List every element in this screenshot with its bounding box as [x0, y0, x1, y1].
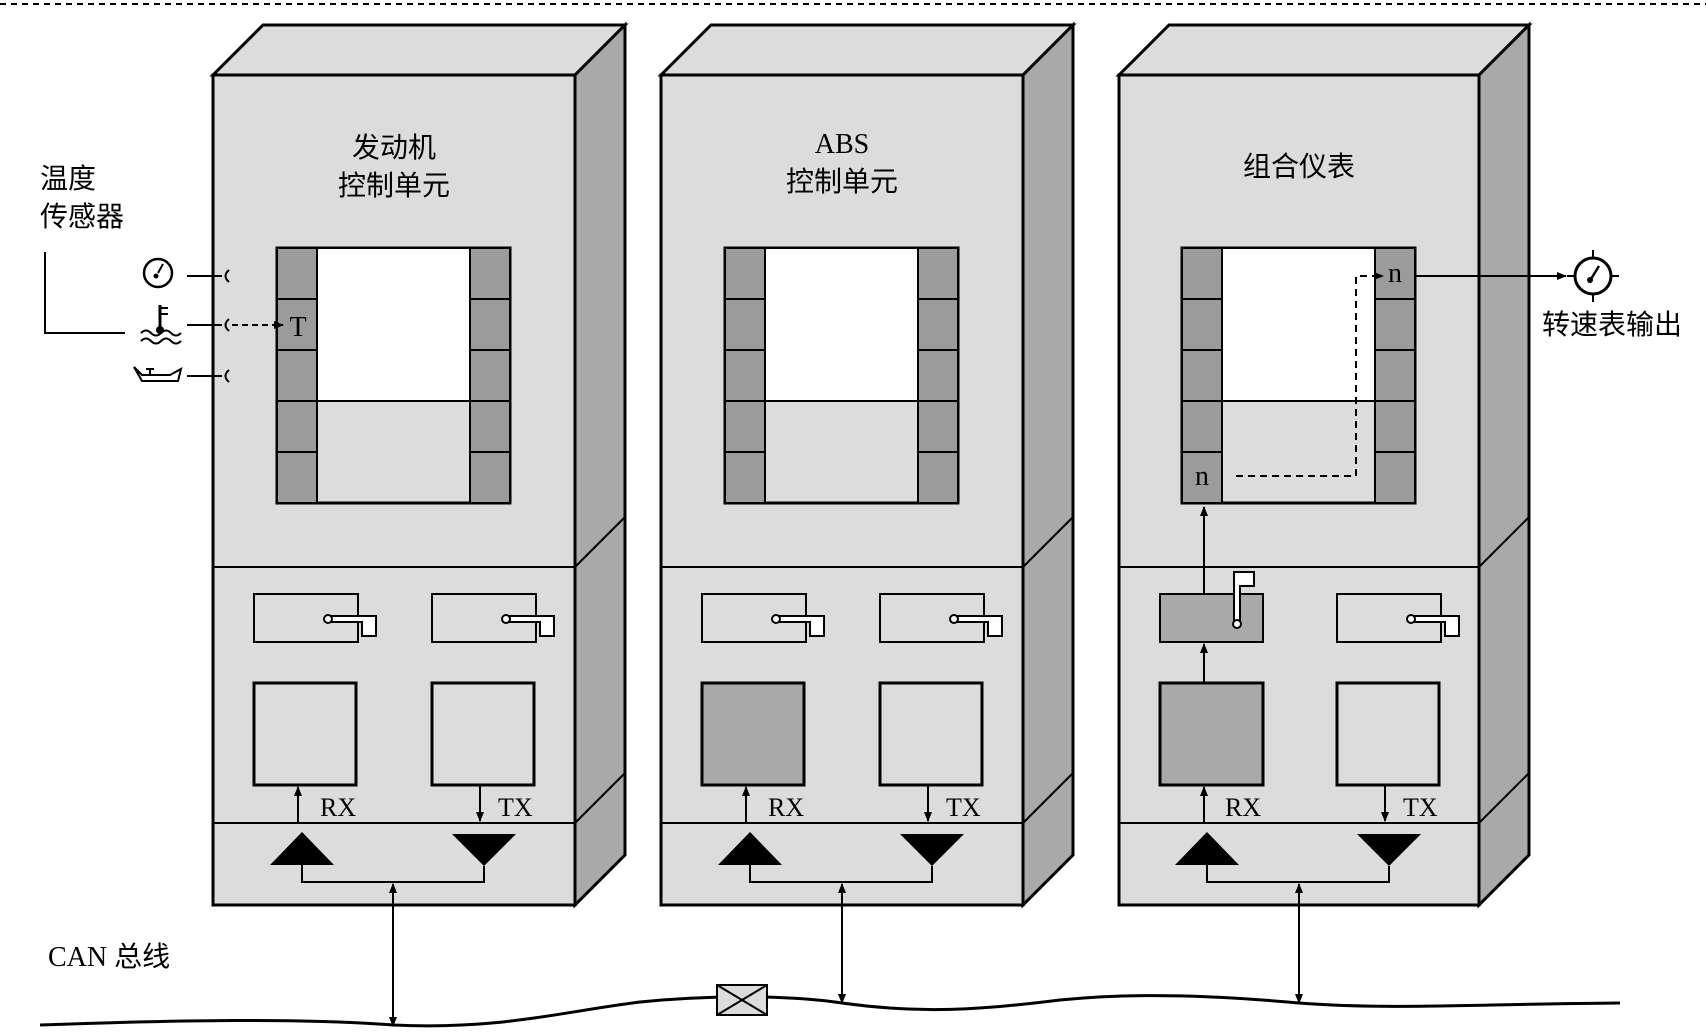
temperature-sensor-label-line1: 温度	[40, 162, 96, 195]
engine-driver-triangle	[452, 834, 516, 866]
cluster-tx-label: TX	[1403, 793, 1438, 822]
tachometer-icon	[1567, 250, 1619, 302]
can-bus-label: CAN 总线	[48, 941, 170, 973]
cluster-output-pin-label: n	[1388, 258, 1402, 289]
cluster-rx-label: RX	[1225, 793, 1261, 822]
cluster-transmit-buffer	[1336, 593, 1460, 643]
abs-receiver-triangle	[718, 832, 782, 865]
cluster-driver-triangle	[1357, 834, 1421, 866]
engine-unit-title-line1: 发动机	[352, 131, 436, 164]
abs-transmit-buffer	[879, 593, 1003, 643]
abs-unit-title-line1: ABS	[815, 129, 869, 160]
gauge-icon	[142, 257, 174, 289]
engine-memory-block: T	[275, 246, 512, 505]
cluster-tx-controller	[1335, 681, 1441, 787]
engine-rx-label: RX	[320, 793, 356, 822]
engine-receive-buffer	[253, 593, 377, 643]
abs-control-unit: ABS 控制单元 RX TX	[657, 21, 1077, 1004]
abs-tx-controller	[878, 681, 984, 787]
message-envelope-icon	[716, 984, 768, 1016]
oil-can-icon	[133, 366, 183, 382]
coolant-temperature-icon	[140, 305, 182, 345]
engine-receiver-triangle	[270, 832, 334, 865]
abs-tx-label: TX	[946, 793, 981, 822]
abs-rx-controller-active	[700, 681, 806, 787]
engine-rx-controller	[252, 681, 358, 787]
sensor-link-line	[44, 252, 125, 334]
cluster-rx-controller-active	[1158, 681, 1265, 787]
engine-input-pin-label: T	[289, 312, 306, 343]
engine-transmit-buffer	[431, 593, 555, 643]
cluster-memory-block: n n	[1180, 246, 1417, 505]
cluster-internal-route	[1236, 272, 1384, 477]
tachometer-output-label: 转速表输出	[1542, 308, 1682, 341]
engine-tx-label: TX	[498, 793, 533, 822]
abs-memory-block	[723, 246, 960, 505]
temperature-sensor-label-line2: 传感器	[40, 200, 124, 233]
can-bus-line	[39, 994, 1621, 1028]
engine-control-unit: 发动机 控制单元 T RX TX	[209, 21, 629, 1027]
cluster-receive-buffer-active	[1159, 571, 1264, 643]
cluster-data-pin-label: n	[1195, 461, 1209, 492]
engine-unit-title-line2: 控制单元	[338, 169, 450, 202]
abs-driver-triangle	[900, 834, 964, 866]
abs-rx-label: RX	[768, 793, 804, 822]
cluster-receiver-triangle	[1175, 832, 1239, 865]
engine-tx-controller	[430, 681, 536, 787]
abs-receive-buffer	[701, 593, 825, 643]
abs-unit-title-line2: 控制单元	[786, 165, 898, 198]
instrument-cluster-unit: 组合仪表 n n RX T	[1115, 21, 1533, 1004]
cluster-unit-title: 组合仪表	[1243, 150, 1355, 183]
